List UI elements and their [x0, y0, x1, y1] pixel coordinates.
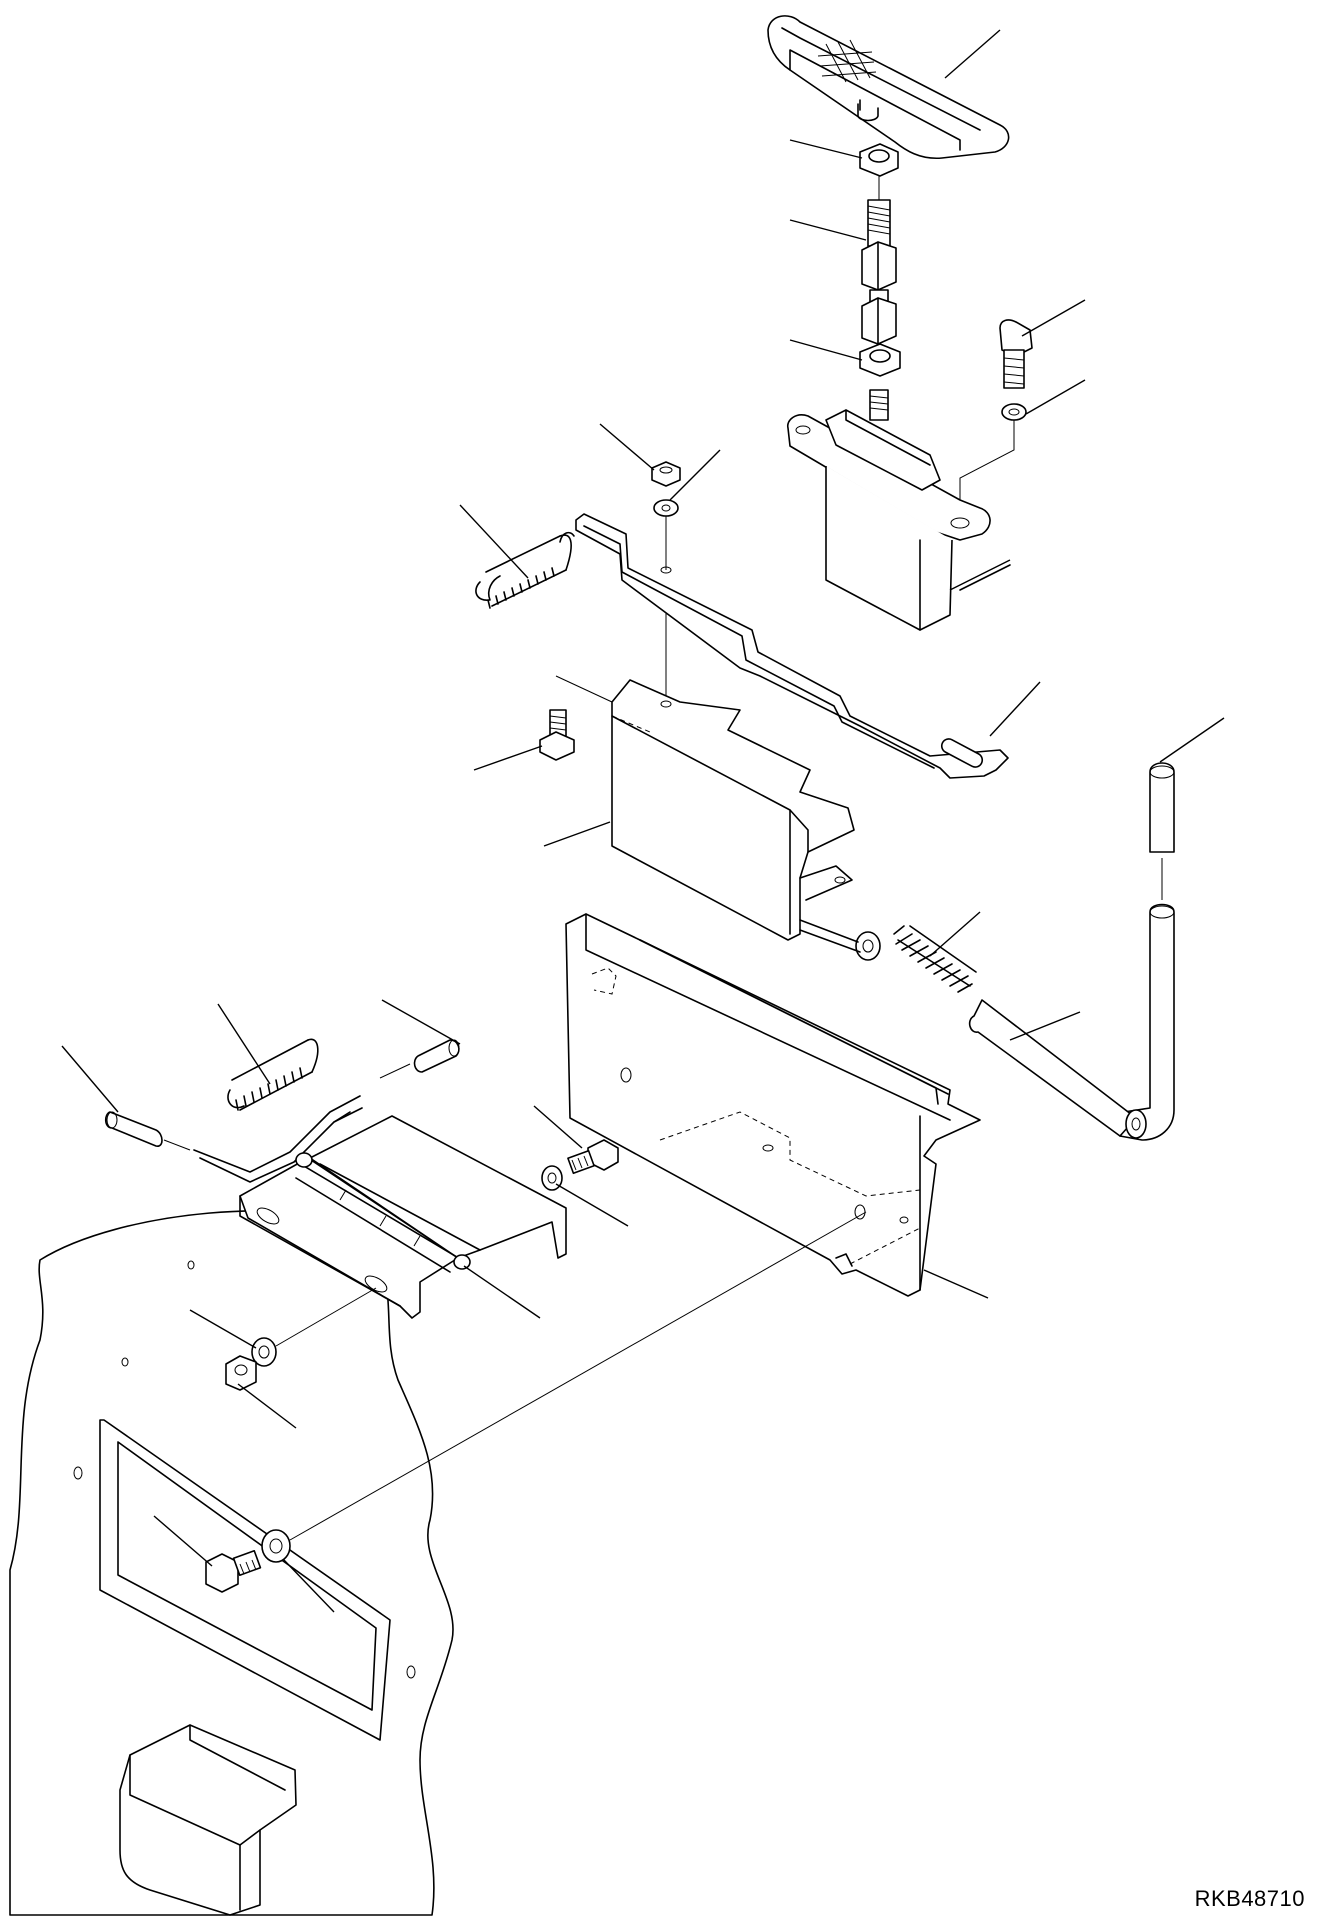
lower-tension-spring	[228, 1039, 318, 1110]
flange-bolt	[540, 710, 574, 760]
pedal-pad	[768, 16, 1009, 158]
lower-nut	[860, 344, 900, 376]
base-bolt	[206, 1551, 260, 1592]
upper-tension-spring	[476, 533, 574, 608]
pivot-pin-left	[106, 1112, 190, 1150]
adjuster-rod	[862, 176, 896, 344]
leader-lines	[62, 30, 1224, 1612]
drawing-id-label: RKB48710	[1194, 1886, 1305, 1911]
hinge-bolt	[568, 1140, 618, 1173]
compression-spring	[894, 926, 976, 992]
link-plate	[576, 514, 1008, 778]
base-washer	[262, 1530, 290, 1562]
lock-rod-washer	[800, 920, 880, 960]
mounting-bolt-top	[1000, 320, 1032, 388]
small-washer	[654, 500, 678, 516]
hinge-assembly	[194, 1096, 566, 1318]
lock-washer-top	[1002, 404, 1026, 420]
hinge-nut-washer	[252, 1338, 276, 1366]
master-cylinder	[788, 390, 1010, 630]
pivot-pin-right	[380, 1040, 459, 1078]
small-nut	[652, 462, 680, 486]
lock-pin-handle	[1120, 763, 1174, 1140]
support-plate	[566, 914, 980, 1296]
upper-nut	[860, 144, 898, 176]
lock-rod	[970, 1000, 1146, 1138]
hinge-nut	[226, 1356, 256, 1390]
bracket	[612, 680, 854, 940]
